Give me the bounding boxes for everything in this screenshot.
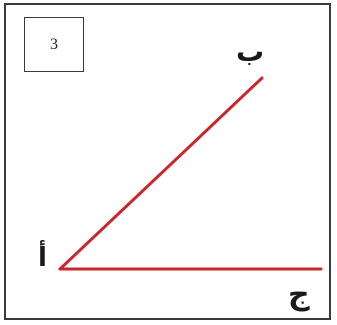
ray-a-to-b [58,76,264,271]
figure-number: 3 [50,35,58,53]
vertex-label-b: ب [236,35,265,68]
vertex-label-a: أ [38,243,47,273]
figure-number-box: 3 [24,17,84,72]
vertex-label-j: ج [288,277,310,312]
